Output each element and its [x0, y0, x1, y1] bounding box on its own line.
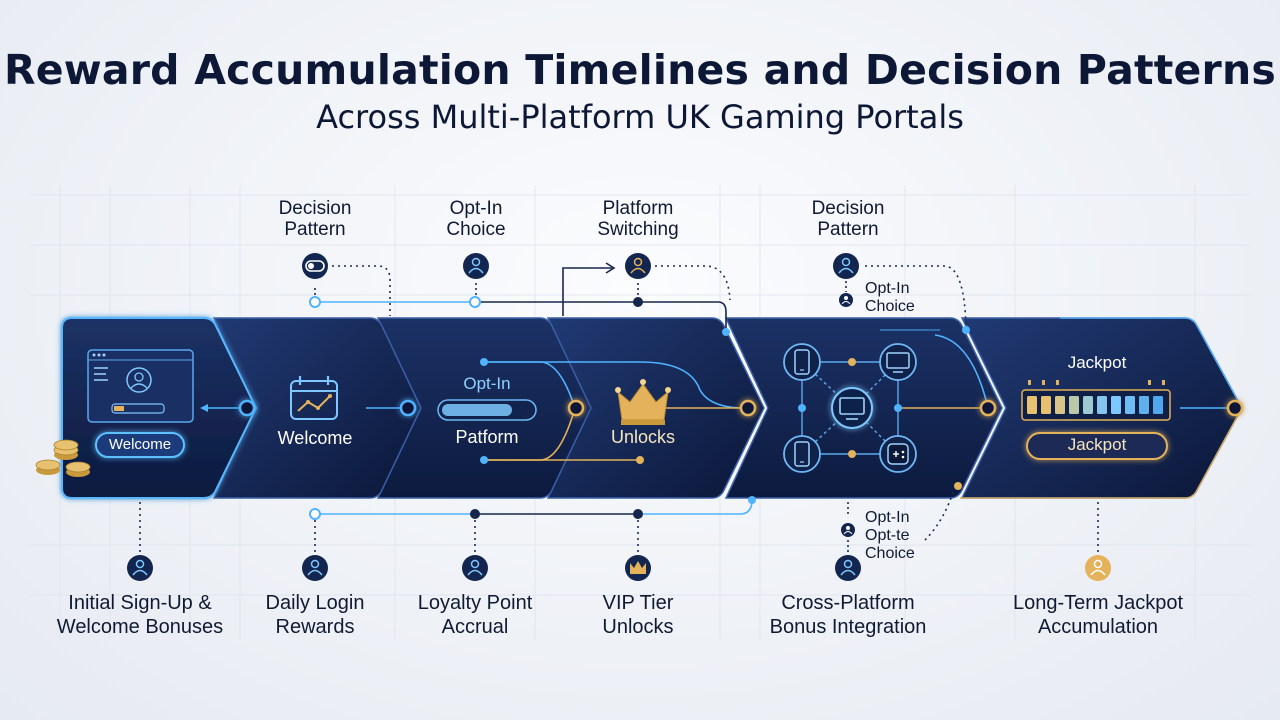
calendar-chart-icon — [290, 376, 338, 420]
toggle-icon — [302, 253, 328, 279]
page-title: Reward Accumulation Timelines and Decisi… — [4, 46, 1276, 94]
browser-window-icon — [87, 349, 194, 423]
page-subtitle: Across Multi-Platform UK Gaming Portals — [316, 98, 964, 136]
jackpot-meter — [1021, 380, 1171, 421]
person-icon — [463, 253, 489, 279]
opt-in-progress-bar — [437, 399, 537, 421]
person-icon — [127, 555, 153, 581]
stage-2-label: Welcome — [277, 428, 353, 448]
stage-6-top-label: Jackpot — [1067, 353, 1127, 372]
stage-1-bottom-label: Initial Sign-Up &Welcome Bonuses — [56, 592, 224, 638]
welcome-button[interactable] — [95, 432, 185, 458]
stage-3-top-label: Opt-In — [463, 374, 511, 393]
person-icon — [462, 555, 488, 581]
person-icon — [839, 293, 853, 307]
person-icon — [625, 253, 651, 279]
phone-icon — [783, 435, 821, 473]
person-icon — [302, 555, 328, 581]
stage-3-label: Patform — [455, 427, 519, 447]
top-connectors — [314, 262, 967, 332]
jackpot-button[interactable] — [1026, 432, 1168, 460]
crown-icon — [625, 555, 651, 581]
monitor-icon — [879, 343, 917, 381]
person-icon — [835, 555, 861, 581]
person-icon — [833, 253, 859, 279]
connector-nodes — [238, 296, 1244, 520]
person-icon — [1085, 555, 1111, 581]
coin-stack-icon — [35, 439, 91, 477]
person-icon — [841, 523, 855, 537]
game-controller-icon — [879, 435, 917, 473]
welcome-button-label: Welcome — [108, 436, 172, 453]
jackpot-button-label: Jackpot — [1067, 435, 1127, 454]
monitor-icon — [831, 387, 873, 429]
crown-icon — [615, 379, 671, 425]
phone-icon — [783, 343, 821, 381]
stage-4-label: Unlocks — [610, 427, 676, 447]
